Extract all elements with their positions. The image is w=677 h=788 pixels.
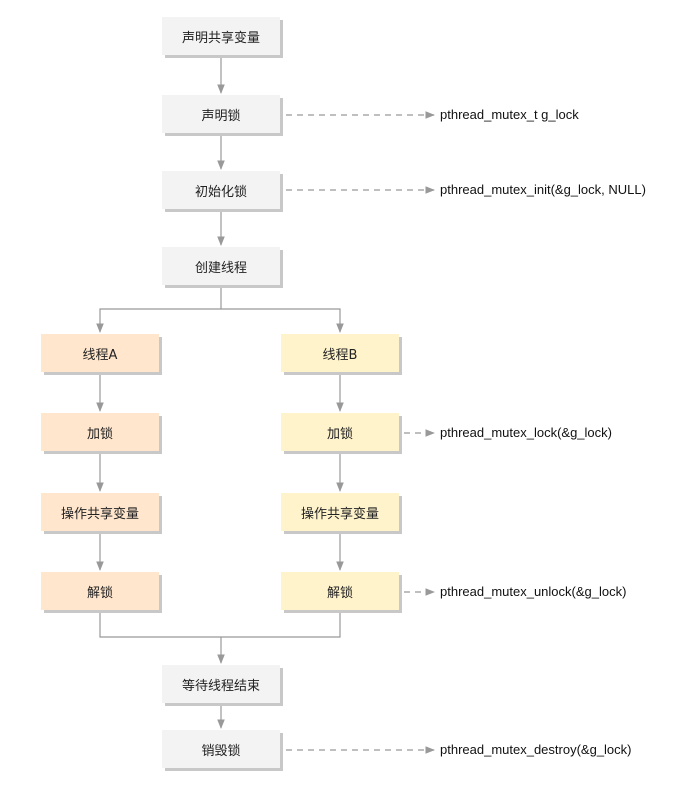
annotation-declare-lock: pthread_mutex_t g_lock (440, 107, 579, 122)
node-label: 线程B (322, 347, 358, 363)
node-wait-threads: 等待线程结束 (162, 665, 280, 703)
node-label: 操作共享变量 (60, 506, 139, 522)
node-label: 初始化锁 (194, 184, 247, 200)
node-label: 加锁 (326, 426, 353, 442)
annotation-unlock: pthread_mutex_unlock(&g_lock) (440, 584, 627, 599)
annotation-init-lock: pthread_mutex_init(&g_lock, NULL) (440, 182, 646, 197)
node-destroy-lock: 销毁锁 (162, 730, 280, 768)
node-thread-b: 线程B (281, 334, 399, 372)
node-lock-a: 加锁 (41, 413, 159, 451)
node-label: 加锁 (86, 426, 113, 442)
node-create-threads: 创建线程 (162, 247, 280, 285)
node-thread-a: 线程A (41, 334, 159, 372)
annotation-destroy: pthread_mutex_destroy(&g_lock) (440, 742, 632, 757)
node-label: 等待线程结束 (181, 678, 260, 694)
node-unlock-a: 解锁 (41, 572, 159, 610)
node-op-a: 操作共享变量 (41, 493, 159, 531)
node-unlock-b: 解锁 (281, 572, 399, 610)
node-declare-shared: 声明共享变量 (162, 17, 280, 55)
node-declare-lock: 声明锁 (162, 95, 280, 133)
annotation-lock: pthread_mutex_lock(&g_lock) (440, 425, 612, 440)
node-label: 解锁 (86, 585, 113, 601)
node-label: 创建线程 (194, 260, 247, 276)
node-label: 声明共享变量 (181, 30, 260, 46)
node-label: 销毁锁 (201, 743, 241, 759)
node-label: 操作共享变量 (300, 506, 379, 522)
node-lock-b: 加锁 (281, 413, 399, 451)
node-op-b: 操作共享变量 (281, 493, 399, 531)
node-init-lock: 初始化锁 (162, 171, 280, 209)
node-label: 声明锁 (201, 108, 241, 124)
split-line (96, 285, 222, 333)
split-line-b (221, 308, 344, 333)
node-label: 解锁 (326, 585, 353, 601)
node-label: 线程A (82, 347, 118, 363)
join-line (99, 611, 341, 638)
